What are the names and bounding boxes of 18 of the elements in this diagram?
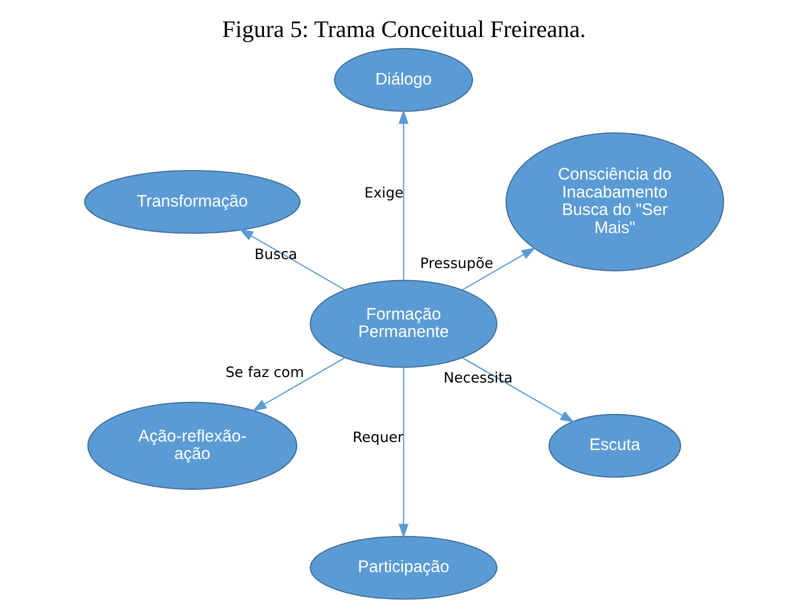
diagram-title: Figura 5: Trama Conceitual Freireana. <box>222 16 586 43</box>
edge-label: Requer <box>352 430 403 446</box>
node-ellipse: Escuta <box>548 414 681 478</box>
arrow <box>238 228 345 290</box>
node-ellipse: Diálogo <box>334 48 473 112</box>
edge-label: Se faz com <box>225 364 304 381</box>
arrow <box>462 357 574 423</box>
node-ellipse: Consciência do Inacabamento Busca do "Ser Mais" <box>505 132 724 272</box>
arrow <box>398 110 408 280</box>
node-ellipse: Formação Permanente <box>309 280 497 368</box>
arrow <box>252 357 345 412</box>
arrow <box>398 368 408 538</box>
edge-label: Exige <box>364 186 404 202</box>
edge-label: Pressupõe <box>420 256 493 272</box>
node-ellipse: Transformação <box>84 170 300 234</box>
arrow <box>462 248 536 290</box>
node-ellipse: Ação-reflexão-ação <box>86 402 297 490</box>
node-ellipse: Participação <box>309 536 497 600</box>
